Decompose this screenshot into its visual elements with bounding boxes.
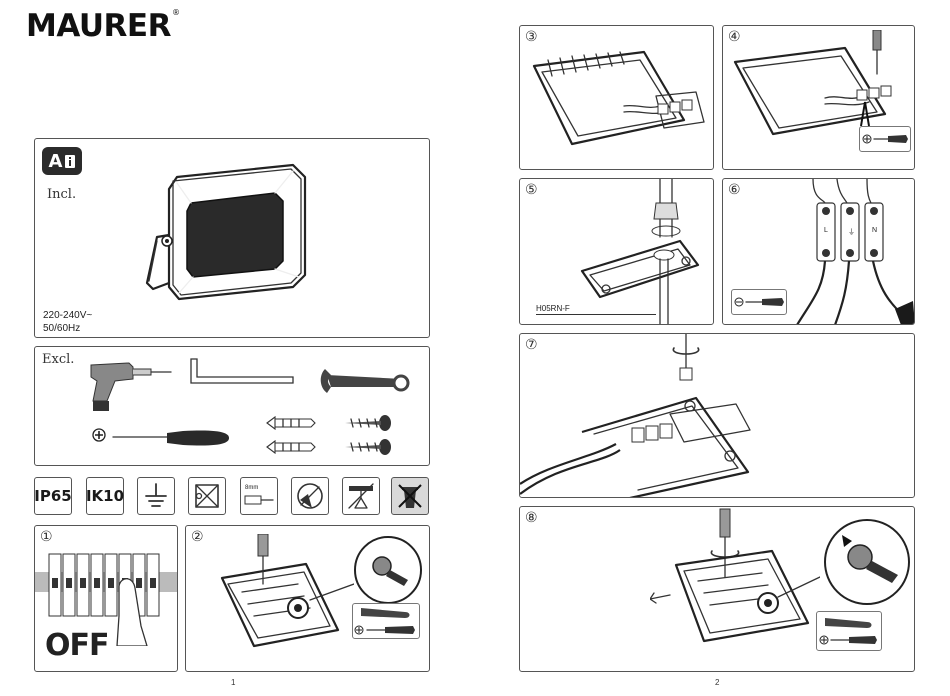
- badge-letter: A: [49, 151, 63, 172]
- excluded-panel: Excl.: [34, 346, 430, 466]
- step-7-illustration: [520, 334, 915, 498]
- no-disposal-icon: [391, 477, 429, 515]
- step-2-number: ②: [191, 529, 204, 545]
- class-box-icon: [188, 477, 226, 515]
- manual-book-icon: [65, 155, 75, 168]
- step-6-number: ⑥: [728, 182, 741, 198]
- wrench-icon: [317, 365, 413, 399]
- step-3-number: ③: [525, 29, 538, 45]
- step-1-panel: ① OFF: [34, 525, 178, 672]
- step-6-tool-box: [731, 289, 787, 315]
- step-6-panel: ⑥ L ⏚ N: [722, 178, 915, 325]
- screwdriver-phillips-icon: [91, 425, 231, 451]
- spec-voltage: 220-240V~: [43, 309, 92, 322]
- ip65-symbol: IP65: [34, 477, 72, 515]
- step-4-tool-box: [859, 126, 911, 152]
- step-4-illustration: [729, 30, 911, 140]
- step-1-number: ①: [40, 529, 53, 545]
- hex-key-icon: [187, 357, 297, 387]
- earth-ground-icon: [137, 477, 175, 515]
- step-2-panel: ②: [185, 525, 430, 672]
- page-1-number: 1: [231, 678, 235, 687]
- step-8-tool-box: [816, 611, 882, 651]
- terminal-neutral: N: [872, 227, 877, 234]
- detail-zoom-circle: [352, 534, 424, 606]
- spec-frequency: 50/60Hz: [43, 322, 80, 335]
- step-5-number: ⑤: [525, 182, 538, 198]
- no-tilt-icon: [342, 477, 380, 515]
- brand-logo: MAURER®: [26, 8, 179, 44]
- step-8-illustration: [650, 507, 820, 671]
- floodlight-illustration: [143, 163, 313, 303]
- assembly-badge-icon: A: [42, 147, 82, 175]
- step-2-tool-box: [352, 603, 420, 639]
- step-5-illustration: [560, 179, 710, 325]
- excluded-label: Excl.: [42, 352, 74, 367]
- terminal-live: L: [824, 227, 828, 234]
- no-cover-icon: [291, 477, 329, 515]
- step-4-panel: ④: [722, 25, 915, 170]
- strip-length-label: 8mm: [245, 485, 258, 491]
- cable-type-label: H05RN-F: [536, 304, 570, 313]
- step-8-number: ⑧: [525, 510, 538, 526]
- drill-icon: [85, 357, 175, 413]
- step-8-detail-zoom-circle: [822, 517, 912, 607]
- step-3-illustration: [528, 46, 708, 166]
- included-panel: A Incl. 220-240V~ 50/60Hz: [34, 138, 430, 338]
- wall-plugs-icon: [263, 413, 319, 461]
- mounting-bracket-illustration: [214, 534, 354, 664]
- terminal-earth: ⏚: [848, 227, 855, 237]
- screws-icon: [341, 413, 397, 461]
- cable-label-line: [536, 314, 656, 315]
- terminal-block-illustration: [783, 179, 915, 325]
- strip-length-icon: 8mm: [240, 477, 278, 515]
- step-5-panel: ⑤ H05RN-F: [519, 178, 714, 325]
- off-caption: OFF: [45, 628, 109, 663]
- included-label: Incl.: [47, 187, 76, 202]
- ik10-symbol: IK10: [86, 477, 124, 515]
- page-2-number: 2: [715, 678, 719, 687]
- step-8-panel: ⑧: [519, 506, 915, 672]
- step-7-panel: ⑦: [519, 333, 915, 498]
- step-3-panel: ③: [519, 25, 714, 170]
